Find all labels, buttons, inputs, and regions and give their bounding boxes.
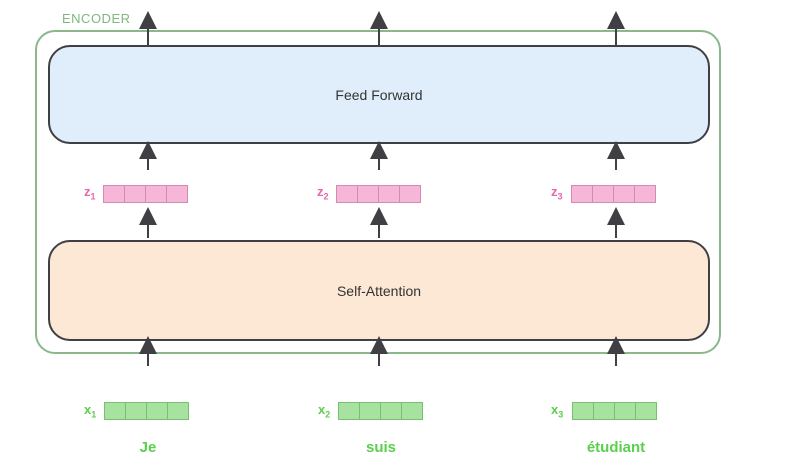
feed-forward-label: Feed Forward bbox=[335, 86, 423, 103]
x2-label: x2 bbox=[318, 402, 331, 420]
word-suis: suis bbox=[365, 439, 397, 456]
z3-label: z3 bbox=[551, 184, 563, 202]
x1-vector bbox=[104, 402, 189, 420]
x3-label: x3 bbox=[551, 402, 564, 420]
encoder-label: ENCODER bbox=[62, 11, 131, 26]
x2-vector bbox=[338, 402, 423, 420]
x3-vector bbox=[572, 402, 657, 420]
z2-label: z2 bbox=[317, 184, 329, 202]
x1-label: x1 bbox=[84, 402, 97, 420]
vector-cell bbox=[634, 185, 656, 203]
vector-cell bbox=[167, 402, 189, 420]
vector-cell bbox=[399, 185, 421, 203]
vector-cell bbox=[401, 402, 423, 420]
word-je: Je bbox=[139, 439, 157, 456]
z1-vector bbox=[103, 185, 188, 203]
z2-vector bbox=[336, 185, 421, 203]
feed-forward-block: Feed Forward bbox=[48, 45, 710, 144]
z3-vector bbox=[571, 185, 656, 203]
z1-label: z1 bbox=[84, 184, 96, 202]
vector-cell bbox=[635, 402, 657, 420]
self-attention-label: Self-Attention bbox=[336, 282, 422, 299]
vector-cell bbox=[166, 185, 188, 203]
word-etudiant: étudiant bbox=[586, 439, 646, 456]
